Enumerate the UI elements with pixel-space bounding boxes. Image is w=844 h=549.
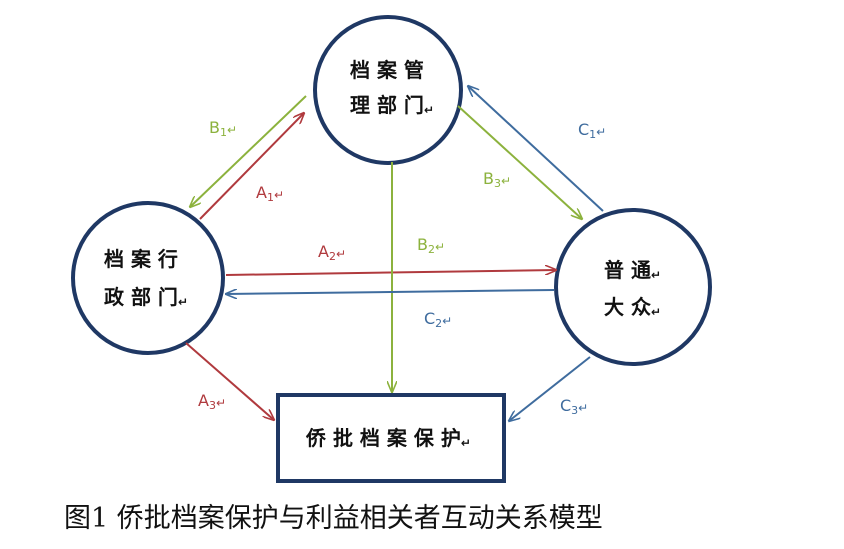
edge-b1: [190, 95, 307, 207]
figure-caption: 图1 侨批档案保护与利益相关者互动关系模型: [64, 503, 603, 534]
return-mark: ↵: [227, 123, 237, 137]
general-public-label-line1: 普 通↵: [604, 258, 661, 282]
return-mark: ↵: [461, 436, 471, 450]
return-mark: ↵: [216, 396, 226, 410]
return-mark: ↵: [274, 188, 284, 202]
edge-label-c2: C2↵: [424, 309, 452, 330]
edge-a3: [185, 342, 274, 420]
return-mark: ↵: [501, 174, 511, 188]
return-mark: ↵: [435, 240, 445, 254]
edge-label-b2: B2↵: [417, 235, 445, 256]
return-mark: ↵: [178, 295, 188, 309]
edge-c3: [509, 356, 591, 421]
archive-management-label-line1: 档 案 管: [350, 58, 424, 82]
edge-label-c1: C1↵: [578, 120, 606, 141]
return-mark: ↵: [651, 305, 661, 319]
archive-administration-label-line1: 档 案 行: [104, 247, 178, 271]
archive-management-node: [313, 15, 463, 165]
archive-administration-label-line2: 政 部 门↵: [104, 285, 188, 309]
return-mark: ↵: [596, 125, 606, 139]
edge-label-b1: B1↵: [209, 118, 237, 139]
edge-label-a3: A3↵: [198, 391, 226, 412]
return-mark: ↵: [578, 401, 588, 415]
return-mark: ↵: [424, 103, 434, 117]
edge-c2: [226, 290, 555, 294]
edge-label-a1: A1↵: [256, 183, 284, 204]
return-mark: ↵: [651, 268, 661, 282]
return-mark: ↵: [442, 314, 452, 328]
edge-label-b3: B3↵: [483, 169, 511, 190]
edge-label-c3: C3↵: [560, 396, 588, 417]
general-public-label-line2: 大 众↵: [604, 295, 661, 319]
return-mark: ↵: [336, 247, 346, 261]
edge-c1: [468, 86, 604, 212]
general-public-node: [554, 208, 712, 366]
archive-management-label-line2: 理 部 门↵: [350, 93, 434, 117]
edge-a1: [199, 113, 304, 220]
edge-label-a2: A2↵: [318, 242, 346, 263]
qiaopi-archive-protection-node: [276, 393, 506, 483]
protection-label: 侨 批 档 案 保 护↵: [305, 426, 471, 450]
archive-administration-node: [71, 201, 225, 355]
edge-b3: [457, 105, 582, 219]
